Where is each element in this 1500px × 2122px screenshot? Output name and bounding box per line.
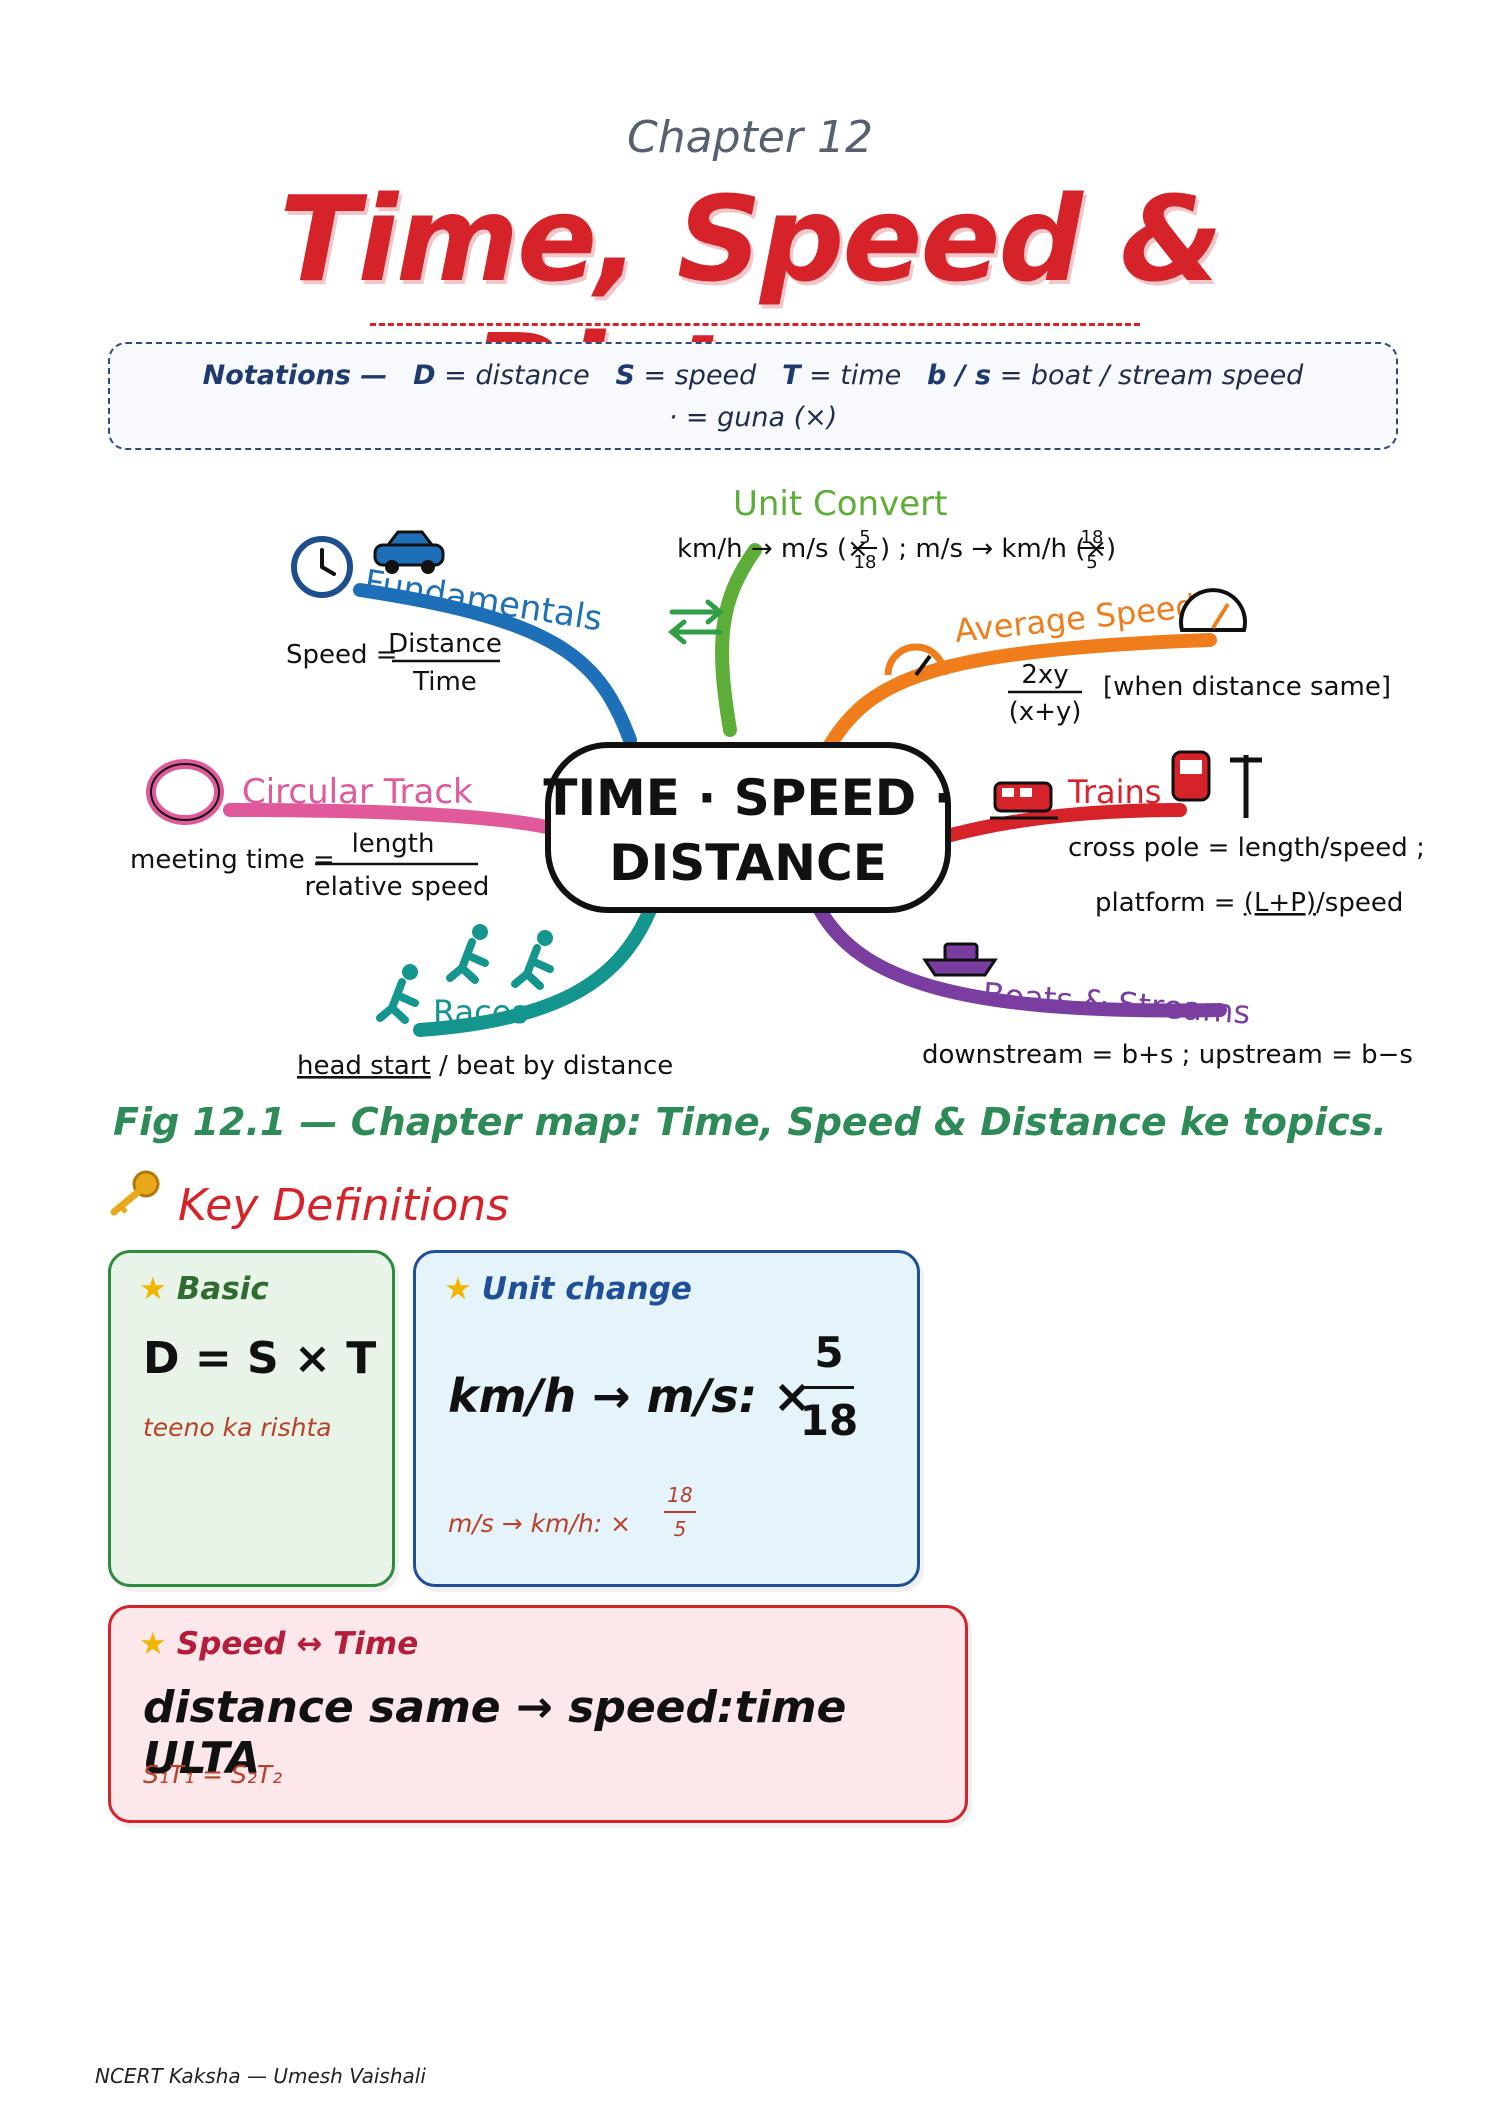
trains-line-1: cross pole = length/speed ; [1068,833,1425,863]
trains-line-2: platform = (L+P)/speed [1095,888,1403,918]
notation-meaning: = time [809,360,902,391]
gauge-icon [1179,588,1247,632]
trains-title: Trains [1067,773,1161,811]
unit-note-den: 5 [673,1517,687,1541]
circular-track-num: length [352,829,435,859]
unit-convert-sep: ) ; m/s → km/h (× [880,534,1107,564]
pole-icon [1230,755,1262,818]
boat-icon [922,942,998,977]
notations-box: Notations — D = distance S = speed T = t… [108,342,1398,450]
notation-meaning: = speed [643,360,757,391]
basic-formula: D = S × T [143,1333,377,1384]
card-unit-change: ★Unit change km/h → m/s: × 5 18 m/s → km… [413,1250,920,1587]
unit-note-num: 18 [667,1483,693,1507]
clock-icon [291,536,353,598]
card-title: ★Speed ↔ Time [139,1626,419,1662]
unit-note: m/s → km/h: × [448,1509,632,1538]
figure-caption: Fig 12.1 — Chapter map: Time, Speed & Di… [113,1100,1387,1144]
unit-frac-a-den: 18 [854,552,877,573]
speed-time-note: S₁T₁ = S₂T₂ [143,1760,283,1789]
card-speed-time: ★Speed ↔ Time distance same → speed:time… [108,1605,968,1823]
circular-track-den: relative speed [305,872,490,902]
unit-frac-a-num: 5 [859,527,870,548]
branch-unit-convert [715,543,762,737]
branch-boats [813,903,1227,1018]
notations-label: Notations — [202,360,388,391]
card-title: ★Basic [139,1271,269,1307]
boats-formula: downstream = b+s ; upstream = b−s [922,1040,1413,1070]
notation-symbol: b / s [927,360,992,391]
chapter-label: Chapter 12 [627,112,873,163]
notation-meaning: = distance [444,360,590,391]
unit-note-bar [664,1511,696,1513]
notations-second-line: · = guna (×) [668,402,838,433]
unit-frac-den: 18 [799,1396,859,1445]
races-formula: head start / beat by distance [297,1051,673,1081]
unit-convert-end: ) [1106,534,1116,564]
fundamentals-lhs: Speed = [286,640,398,670]
boats-title: Boats & Streams [981,975,1251,1032]
swap-arrows-icon [668,599,724,645]
fundamentals-num: Distance [388,629,502,659]
star-icon: ★ [444,1271,472,1307]
notations-line: Notations — D = distance S = speed T = t… [110,360,1396,391]
center-line-2: DISTANCE [609,834,887,892]
runner-icons [376,924,554,1024]
unit-frac-num: 5 [814,1328,844,1377]
star-icon: ★ [139,1626,167,1662]
speed-time-formula: distance same → speed:time ULTA [143,1682,847,1784]
notation-meaning: = boat / stream speed [999,360,1304,391]
center-line-1: TIME · SPEED · [543,769,952,827]
branch-circular-track [223,803,567,837]
unit-frac-bar [804,1386,854,1389]
unit-convert-title: Unit Convert [733,484,947,524]
speedometer-icon [884,643,948,677]
train-icon [990,781,1058,820]
races-title: Races [433,993,528,1031]
average-speed-note: [when distance same] [1103,672,1391,702]
notation-symbol: T [782,360,801,391]
star-icon: ★ [139,1271,167,1307]
key-icon [110,1170,160,1216]
unit-formula: km/h → m/s: × [448,1369,812,1423]
circular-track-lhs: meeting time = [130,845,335,875]
unit-frac-b-den: 5 [1086,552,1097,573]
title-underline [370,323,1140,326]
card-basic: ★Basic D = S × T teeno ka rishta [108,1250,395,1587]
fundamentals-title: Fundamentals [362,562,605,639]
key-definitions-heading: Key Definitions [178,1180,510,1231]
circular-track-title: Circular Track [242,772,473,812]
branch-fundamentals [353,583,637,747]
notation-symbol: S [615,360,635,391]
unit-frac-b-num: 18 [1081,527,1104,548]
branch-races [413,903,657,1037]
card-title: ★Unit change [444,1271,692,1307]
basic-note: teeno ka rishta [143,1413,332,1442]
circular-track-icon [146,759,224,825]
train-front-icon [1171,750,1211,802]
fundamentals-den: Time [412,667,477,697]
footer-credit: NCERT Kaksha — Umesh Vaishali [95,2064,426,2088]
center-bubble [545,742,951,913]
average-speed-den: (x+y) [1009,697,1082,727]
branch-average-speed [823,633,1217,752]
chapter-mindmap: TIME · SPEED · DISTANCE Unit Convert km/… [130,484,1425,1081]
car-icon [373,530,445,574]
notation-symbol: D [413,360,436,391]
unit-convert-formula-a: km/h → m/s (× [677,534,869,564]
average-speed-num: 2xy [1021,660,1068,690]
